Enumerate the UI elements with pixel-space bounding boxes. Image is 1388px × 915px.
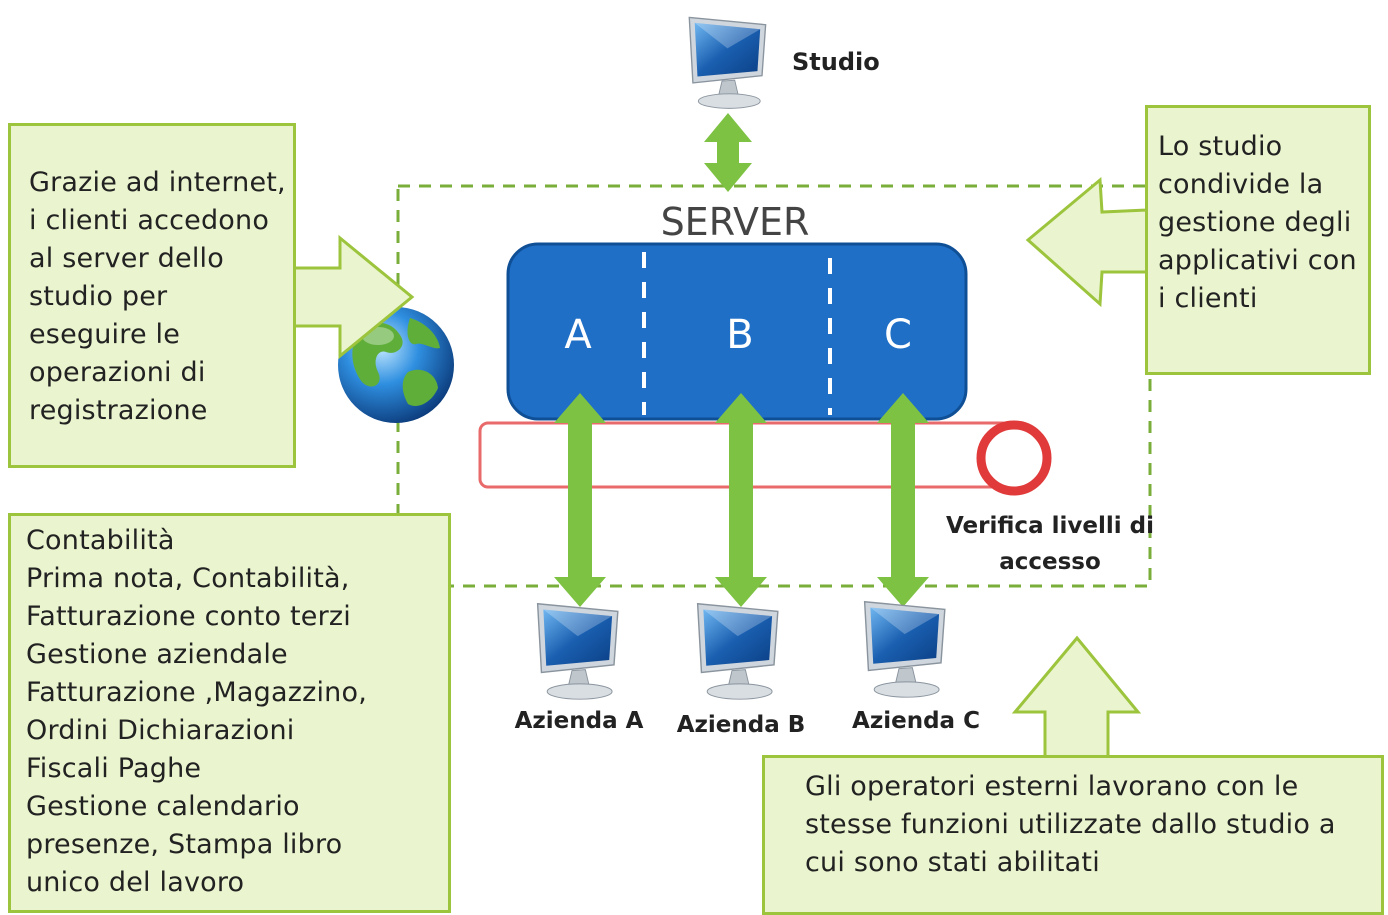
studio-label: Studio [792,48,880,76]
server-partition-b: B [726,312,754,358]
azienda-c-label: Azienda C [852,708,980,734]
arrow-azienda-a [554,393,606,607]
arrow-operators-up [1011,635,1142,759]
studio-monitor-icon [688,16,767,110]
azienda-arrows [554,393,929,607]
azienda-c-monitor-icon [863,601,946,698]
globe-icon [338,307,454,423]
arrow-internet-to-globe [290,234,415,360]
callout-studio-sharing: Lo studio condivide la gestione degli ap… [1145,105,1371,375]
access-check-ring-icon [976,420,1052,496]
server-partition-c: C [884,312,912,358]
server-partition-a: A [564,312,592,358]
callout-operators: Gli operatori esterni lavorano con le st… [762,755,1384,915]
callout-modules: Contabilità Prima nota, Contabilità, Fat… [8,513,451,913]
callout-internet: Grazie ad internet, i clienti accedono a… [8,123,296,468]
azienda-a-monitor-icon [536,603,619,700]
arrow-azienda-b [715,393,767,607]
studio-server-arrow [704,113,752,192]
arrow-azienda-c [877,393,929,607]
azienda-a-label: Azienda A [514,708,644,734]
arrow-studio-to-server [1025,176,1150,308]
azienda-b-monitor-icon [696,603,779,700]
access-check-label: Verifica livelli di accesso [946,513,1154,575]
server-label: SERVER [660,200,810,244]
azienda-b-label: Azienda B [676,712,806,738]
